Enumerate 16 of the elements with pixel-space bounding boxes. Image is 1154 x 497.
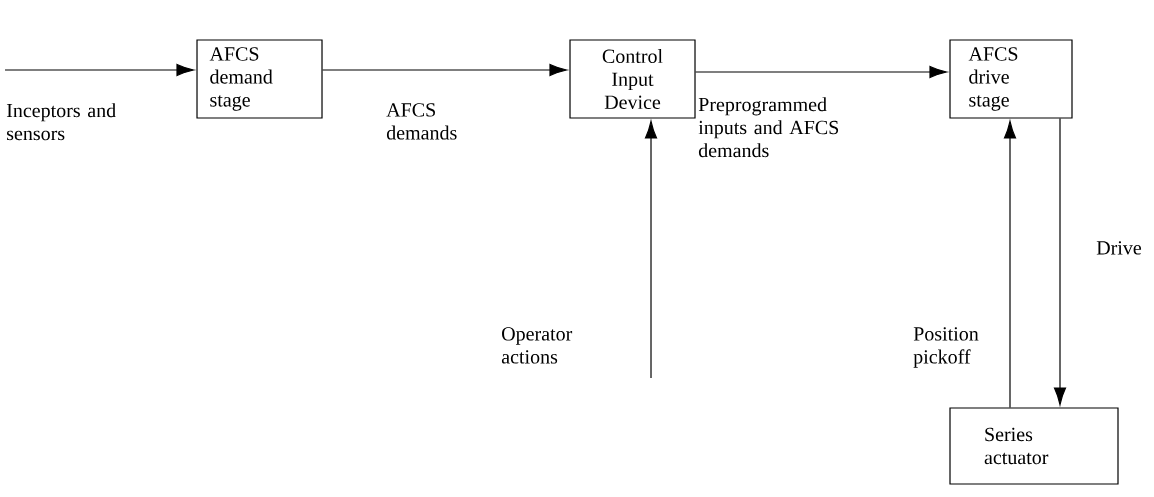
process-box: Series actuator [949, 407, 1119, 485]
arrow [4, 63, 195, 77]
edge-label: Inceptors and sensors [6, 103, 116, 141]
arrow [644, 120, 658, 379]
edge-label: Preprogrammed inputs and AFCS demands [698, 97, 839, 158]
edge-label: AFCS demands [386, 103, 457, 140]
arrow [322, 63, 568, 77]
edge-label: Drive [1096, 241, 1142, 255]
edge-label: Position pickoff [913, 327, 979, 368]
process-box: Control Input Device [569, 39, 696, 119]
arrow [1053, 118, 1067, 406]
process-box: AFCS drive stage [949, 39, 1073, 119]
process-box: AFCS demand stage [196, 39, 323, 119]
arrow [695, 65, 948, 79]
arrow [1003, 120, 1017, 408]
edge-label: Operator actions [501, 327, 573, 364]
